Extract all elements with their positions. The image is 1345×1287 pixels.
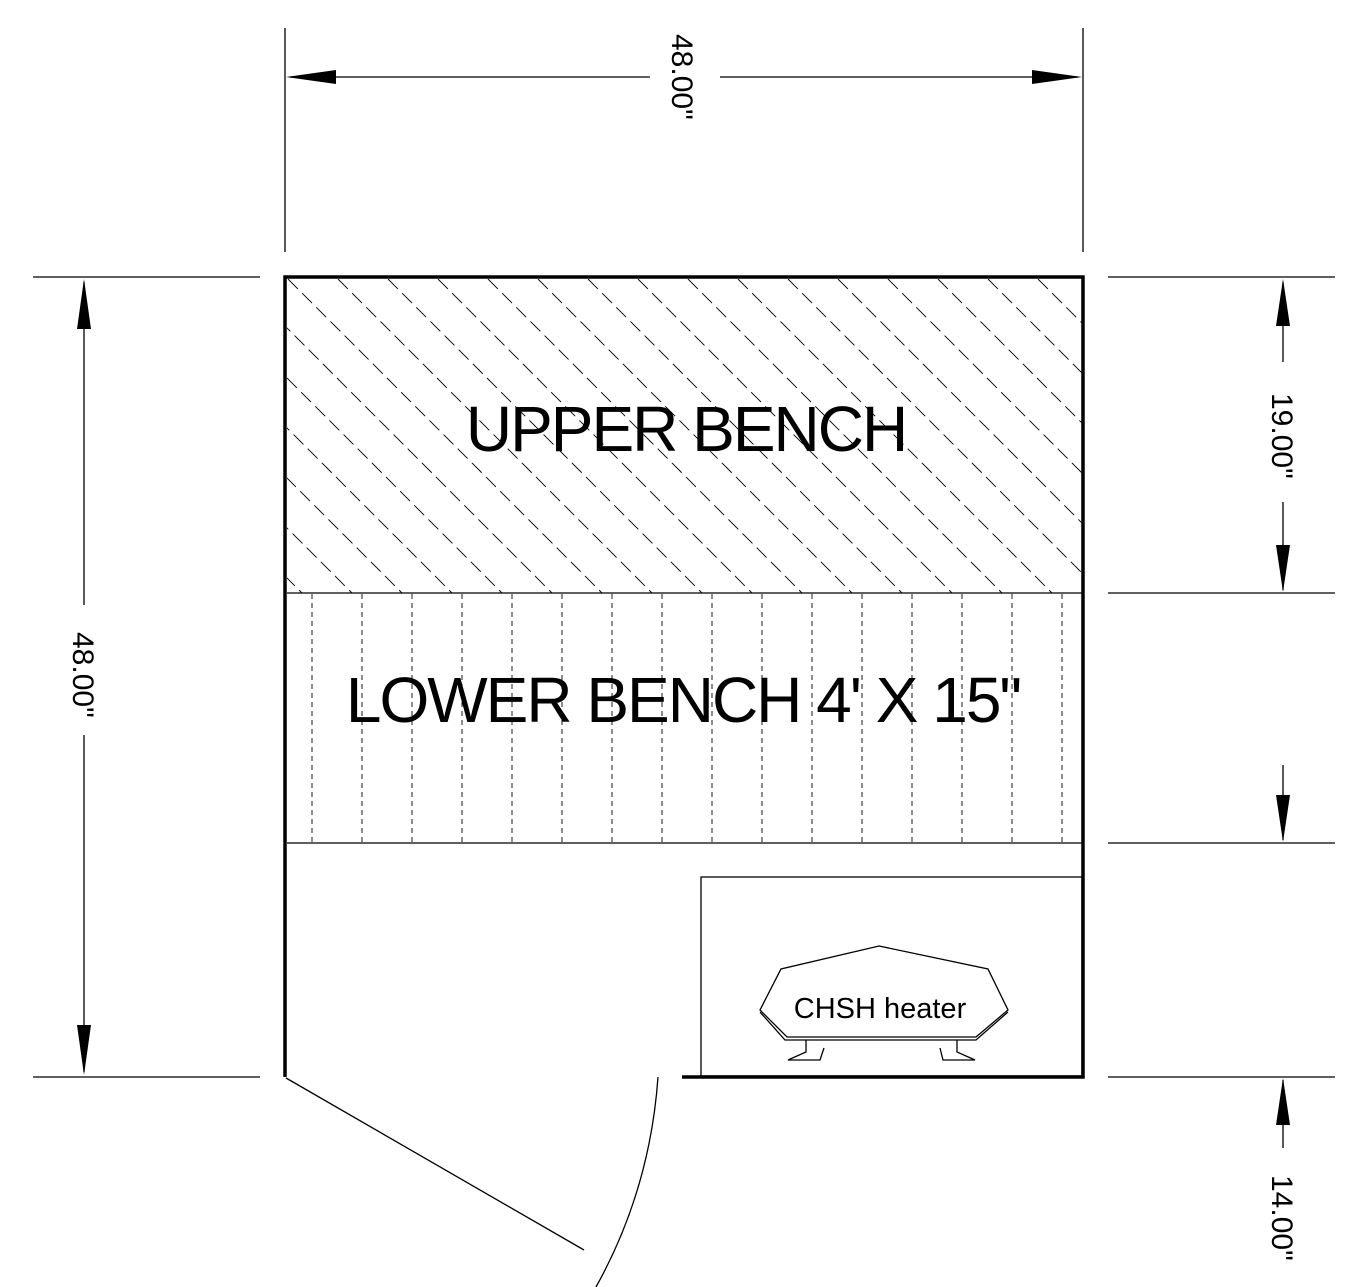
heater-guard	[700, 876, 1083, 1077]
dimension-right-lower-bench	[1276, 765, 1290, 842]
door-leaf	[285, 1077, 585, 1251]
door-swing	[285, 1076, 659, 1287]
dimension-top-width: 48.00"	[286, 34, 1082, 120]
door-arc	[595, 1076, 659, 1287]
extension-lines	[33, 28, 1335, 1078]
arrow-down-icon	[1276, 795, 1290, 842]
dimension-left-height: 48.00"	[66, 279, 99, 1075]
room-walls	[283, 275, 1085, 1079]
arrow-right-icon	[1032, 70, 1082, 84]
heater-label: CHSH heater	[794, 993, 967, 1025]
heater-body	[759, 945, 1009, 1038]
dimension-right-door: 14.00"	[1265, 1078, 1298, 1261]
arrow-down-icon	[77, 1025, 91, 1075]
dimension-right-upper-bench: 19.00"	[1265, 279, 1298, 592]
dim-right-door-label: 14.00"	[1265, 1175, 1298, 1261]
dim-right-upper-label: 19.00"	[1265, 393, 1298, 479]
arrow-up-icon	[1276, 279, 1290, 326]
lower-bench-label: LOWER BENCH 4' X 15"	[346, 664, 1020, 736]
arrow-up-icon	[1276, 1078, 1290, 1125]
arrow-up-icon	[77, 279, 91, 329]
upper-bench-hatch	[287, 279, 1082, 593]
arrow-left-icon	[286, 70, 336, 84]
dim-left-height-label: 48.00"	[66, 632, 99, 718]
arrow-down-icon	[1276, 545, 1290, 592]
dim-top-width-label: 48.00"	[665, 34, 698, 120]
upper-bench-label: UPPER BENCH	[466, 393, 906, 465]
heater	[759, 945, 1009, 1061]
